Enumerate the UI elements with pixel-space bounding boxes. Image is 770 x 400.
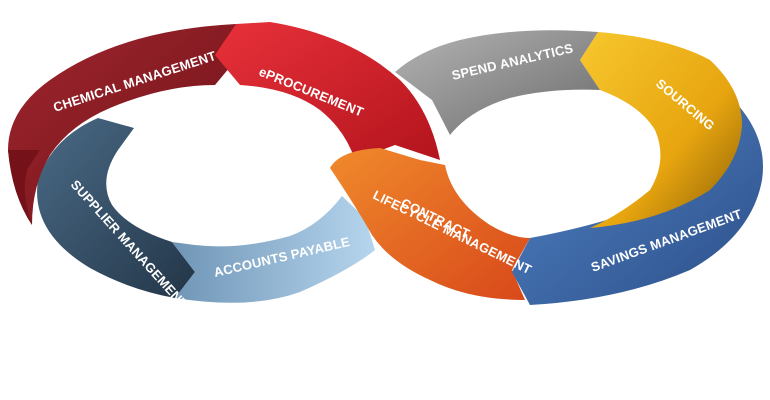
segment-chemical-management <box>8 24 240 225</box>
segment-supplier-management <box>37 118 195 298</box>
segment-sourcing <box>580 32 742 228</box>
segment-eprocurement <box>215 22 440 160</box>
segment-accounts-payable <box>172 196 375 303</box>
segment-savings-management <box>512 105 763 305</box>
segment-contract-lifecycle <box>330 148 530 300</box>
segment-spend-analytics <box>395 30 600 136</box>
segment-chemical-management-tail <box>8 150 40 225</box>
